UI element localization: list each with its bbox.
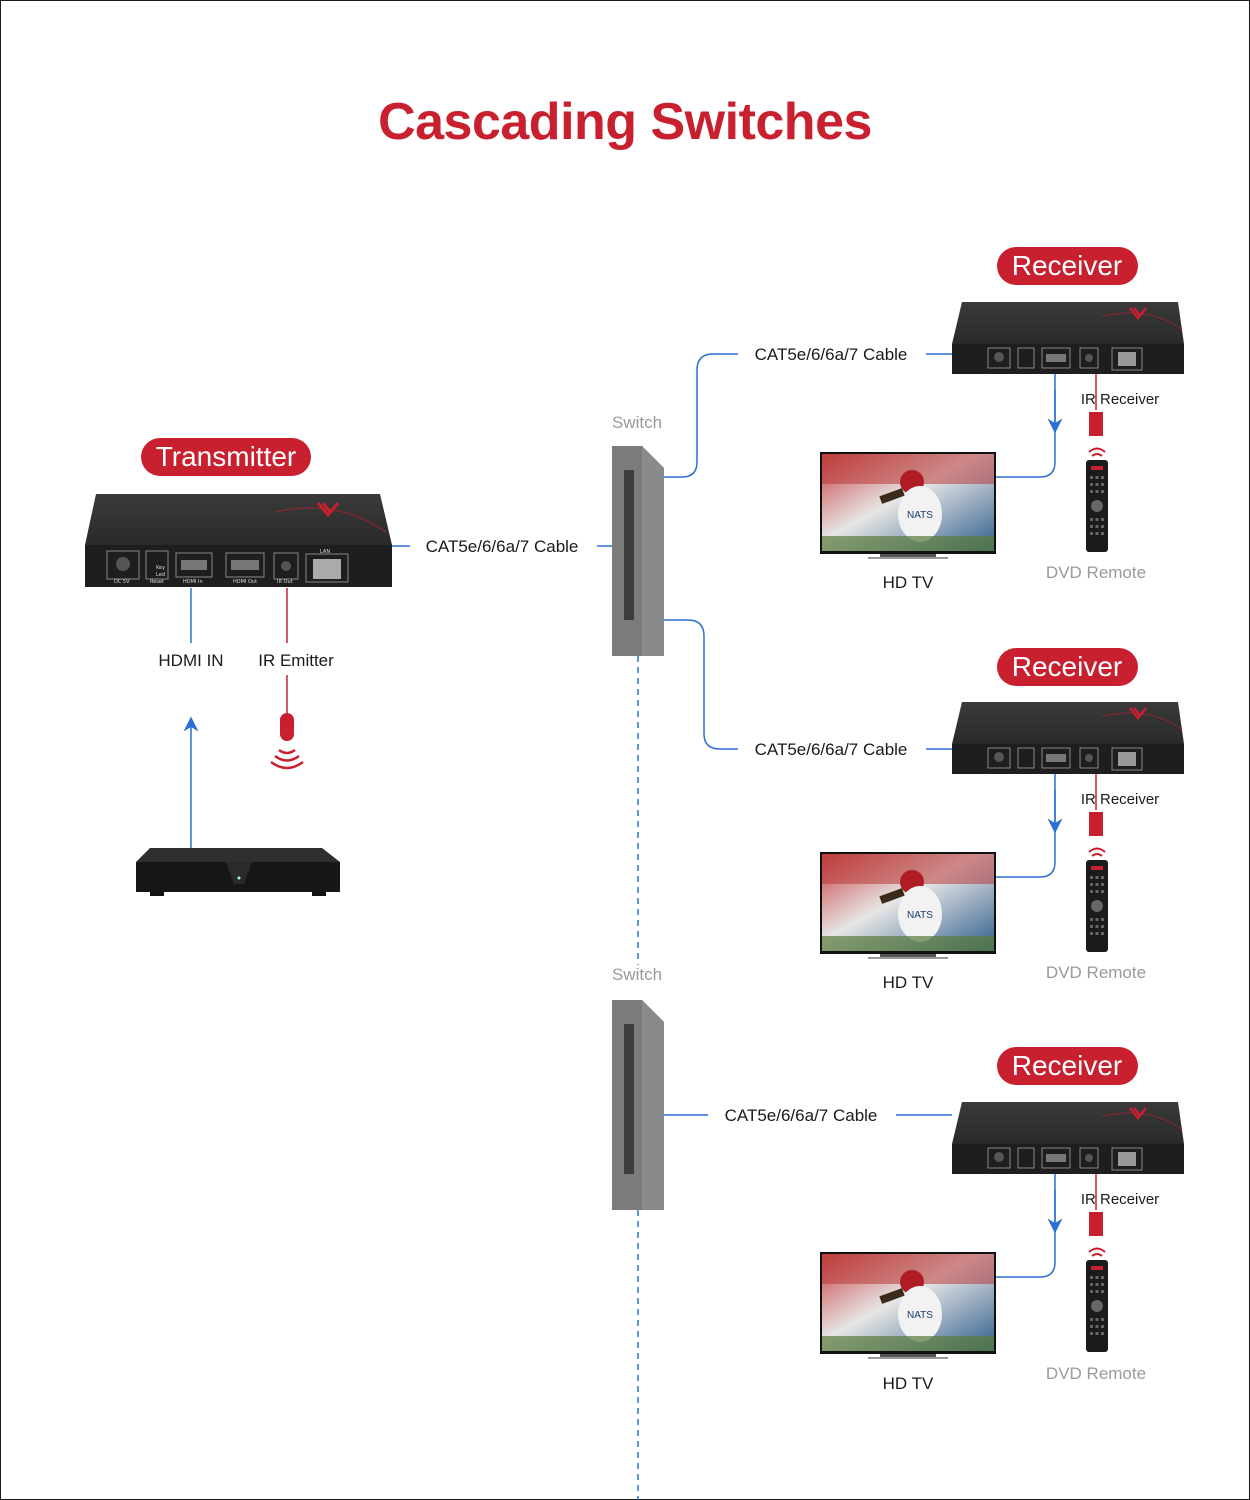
- ir-emitter-label: IR Emitter: [258, 651, 334, 670]
- receiver-2-cable-label: CAT5e/6/6a/7 Cable: [755, 740, 908, 759]
- transmitter-port-dc: DC 5V: [114, 579, 130, 585]
- receiver-2-remote-label: DVD Remote: [1046, 963, 1146, 982]
- receiver-2-device: [950, 700, 1186, 776]
- receiver-1-badge: [997, 247, 1138, 285]
- receiver-2-badge: [997, 648, 1138, 686]
- receiver-3-tv-label: HD TV: [883, 1374, 934, 1393]
- transmitter-port-hdmi-out: HDMI Out: [233, 579, 257, 585]
- receiver-1-remote-icon: [1085, 447, 1109, 553]
- transmitter-port-led: Led: [156, 572, 165, 578]
- receiver-3-remote-label: DVD Remote: [1046, 1364, 1146, 1383]
- receiver-1-cable-label: CAT5e/6/6a/7 Cable: [755, 345, 908, 364]
- receiver-1-remote-label: DVD Remote: [1046, 563, 1146, 582]
- diagram-title: Cascading Switches: [378, 93, 872, 151]
- transmitter-port-ir-out: IR Out: [277, 579, 293, 585]
- transmitter-port-lan: LAN: [320, 549, 330, 555]
- receiver-3-badge-label: Receiver: [1012, 1050, 1122, 1081]
- receiver-2-ir-sensor-icon: [1089, 812, 1103, 836]
- receiver-1-ir-label: IR Receiver: [1081, 391, 1159, 408]
- receiver-3-badge: [997, 1047, 1138, 1085]
- transmitter-port-key: Key: [156, 565, 165, 571]
- transmitter-port-reset: Reset: [150, 579, 164, 585]
- switch-1-label: Switch: [612, 413, 662, 432]
- source-player-icon: [136, 848, 340, 896]
- receiver-2-badge-label: Receiver: [1012, 651, 1122, 682]
- receiver-2-tv-label: HD TV: [883, 973, 934, 992]
- transmitter-group: Transmitter DC 5V Key Led Reset HDMI In …: [85, 438, 612, 896]
- receiver-2-remote-icon: [1085, 847, 1109, 953]
- receiver-3-ir-label: IR Receiver: [1081, 1191, 1159, 1208]
- receiver-3-group: CAT5e/6/6a/7 Cable Receiver HD TV IR Rec…: [664, 1047, 1186, 1393]
- receiver-3-remote-icon: [1085, 1247, 1109, 1353]
- transmitter-badge: [141, 438, 311, 476]
- transmitter-device: DC 5V Key Led Reset HDMI In HDMI Out IR …: [85, 494, 392, 587]
- switch-1: Switch: [612, 413, 664, 656]
- receiver-3-tv-icon: [820, 1252, 996, 1359]
- hdmi-in-label: HDMI IN: [158, 651, 223, 670]
- transmitter-cable-label: CAT5e/6/6a/7 Cable: [426, 537, 579, 556]
- receiver-3-ir-sensor-icon: [1089, 1212, 1103, 1236]
- receiver-1-badge-label: Receiver: [1012, 250, 1122, 281]
- receiver-1-device: [950, 300, 1186, 376]
- receiver-3-cable-label: CAT5e/6/6a/7 Cable: [725, 1106, 878, 1125]
- receiver-3-device: [950, 1100, 1186, 1176]
- receiver-1-tv-label: HD TV: [883, 573, 934, 592]
- receiver-1-group: CAT5e/6/6a/7 Cable Receiver HD TV IR Rec…: [664, 247, 1186, 592]
- receiver-1-tv-icon: [820, 452, 996, 559]
- receiver-2-group: CAT5e/6/6a/7 Cable Receiver HD TV IR Rec…: [664, 619, 1186, 992]
- receiver-1-ir-sensor-icon: [1089, 412, 1103, 436]
- receiver-2-tv-icon: [820, 852, 996, 959]
- switch-2-label: Switch: [612, 965, 662, 984]
- transmitter-port-hdmi-in: HDMI In: [183, 579, 203, 585]
- ir-emitter-icon: [270, 713, 304, 770]
- transmitter-badge-label: Transmitter: [156, 441, 297, 472]
- receiver-2-ir-label: IR Receiver: [1081, 791, 1159, 808]
- switch-2: Switch: [612, 965, 664, 1210]
